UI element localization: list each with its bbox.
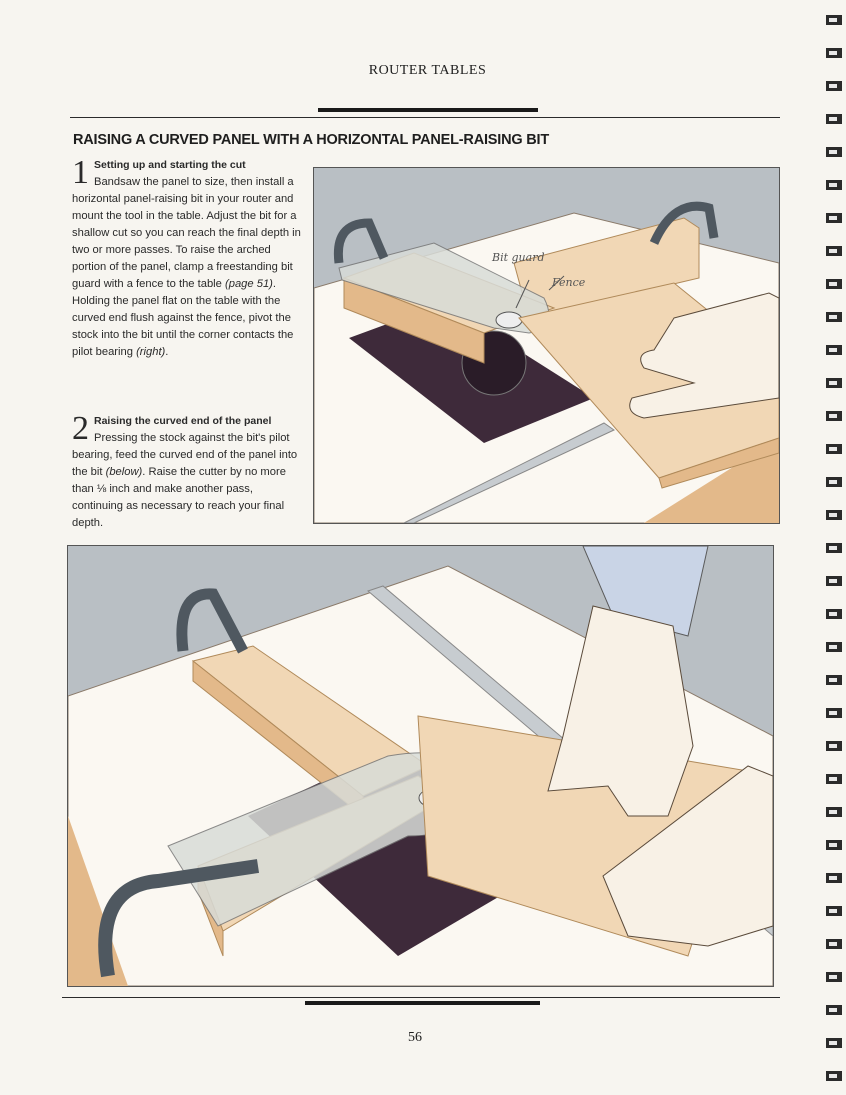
binding-hole [829,315,837,319]
figure-raising-drawing [68,546,773,986]
binding-hole [829,1008,837,1012]
figure-raising-illustration [67,545,774,987]
page-number: 56 [408,1030,422,1045]
step-number: 1 [72,154,89,191]
binding-hole [829,381,837,385]
step-text: Bandsaw the panel to size, then install … [72,176,301,290]
binding-hole [829,744,837,748]
binding-hole [829,1041,837,1045]
binding-hole [829,447,837,451]
step-text: . Raise the cutter by no more than ⅛ inc… [72,466,286,529]
binding-hole [829,249,837,253]
binding-hole [829,975,837,979]
bit-guard-label: Bit guard [491,251,545,264]
binding-hole [829,546,837,550]
binding-hole [829,414,837,418]
step-text: . Holding the panel flat on the table wi… [72,278,294,358]
figure-setup-drawing: Bit guard Fence [314,168,779,523]
step-2: 2 Raising the curved end of the panel Pr… [72,410,304,532]
binding-hole [829,909,837,913]
fence-label: Fence [551,276,586,289]
figure-setup-illustration: Bit guard Fence [313,167,780,524]
binding-hole [829,876,837,880]
binding-hole [829,711,837,715]
figure-reference: (right) [136,346,166,358]
binding-hole [829,843,837,847]
step-text: . [165,346,169,358]
binding-hole [829,150,837,154]
binding-hole [829,645,837,649]
section-title: RAISING A CURVED PANEL WITH A HORIZONTAL… [73,132,550,148]
binding-hole [829,480,837,484]
header-rule [70,117,780,118]
binding-hole [829,18,837,22]
binding-hole [829,777,837,781]
binding-hole [829,117,837,121]
step-heading: Raising the curved end of the panel [94,415,272,427]
step-1: 1 Setting up and starting the cut Bandsa… [72,154,304,361]
binding-hole [829,282,837,286]
footer-rule [62,997,780,998]
binding-hole [829,183,837,187]
binding-hole [829,216,837,220]
binding-hole [829,1074,837,1078]
footer-thick-rule [305,1001,540,1005]
binding-hole [829,942,837,946]
figure-reference: (below) [105,466,143,478]
step-text: Pressing the stock against the bit's pil… [72,432,298,478]
page-reference: (page 51) [225,278,273,290]
binding-hole [829,810,837,814]
header-thick-rule [318,108,538,112]
binding-hole [829,579,837,583]
binding-hole [829,348,837,352]
binding-hole [829,678,837,682]
binding-hole [829,84,837,88]
spiral-binding [826,15,842,1081]
running-head: ROUTER TABLES [368,63,487,78]
binding-hole [829,612,837,616]
step-number: 2 [72,410,89,447]
binding-hole [829,51,837,55]
binding-hole [829,513,837,517]
step-heading: Setting up and starting the cut [94,159,246,171]
